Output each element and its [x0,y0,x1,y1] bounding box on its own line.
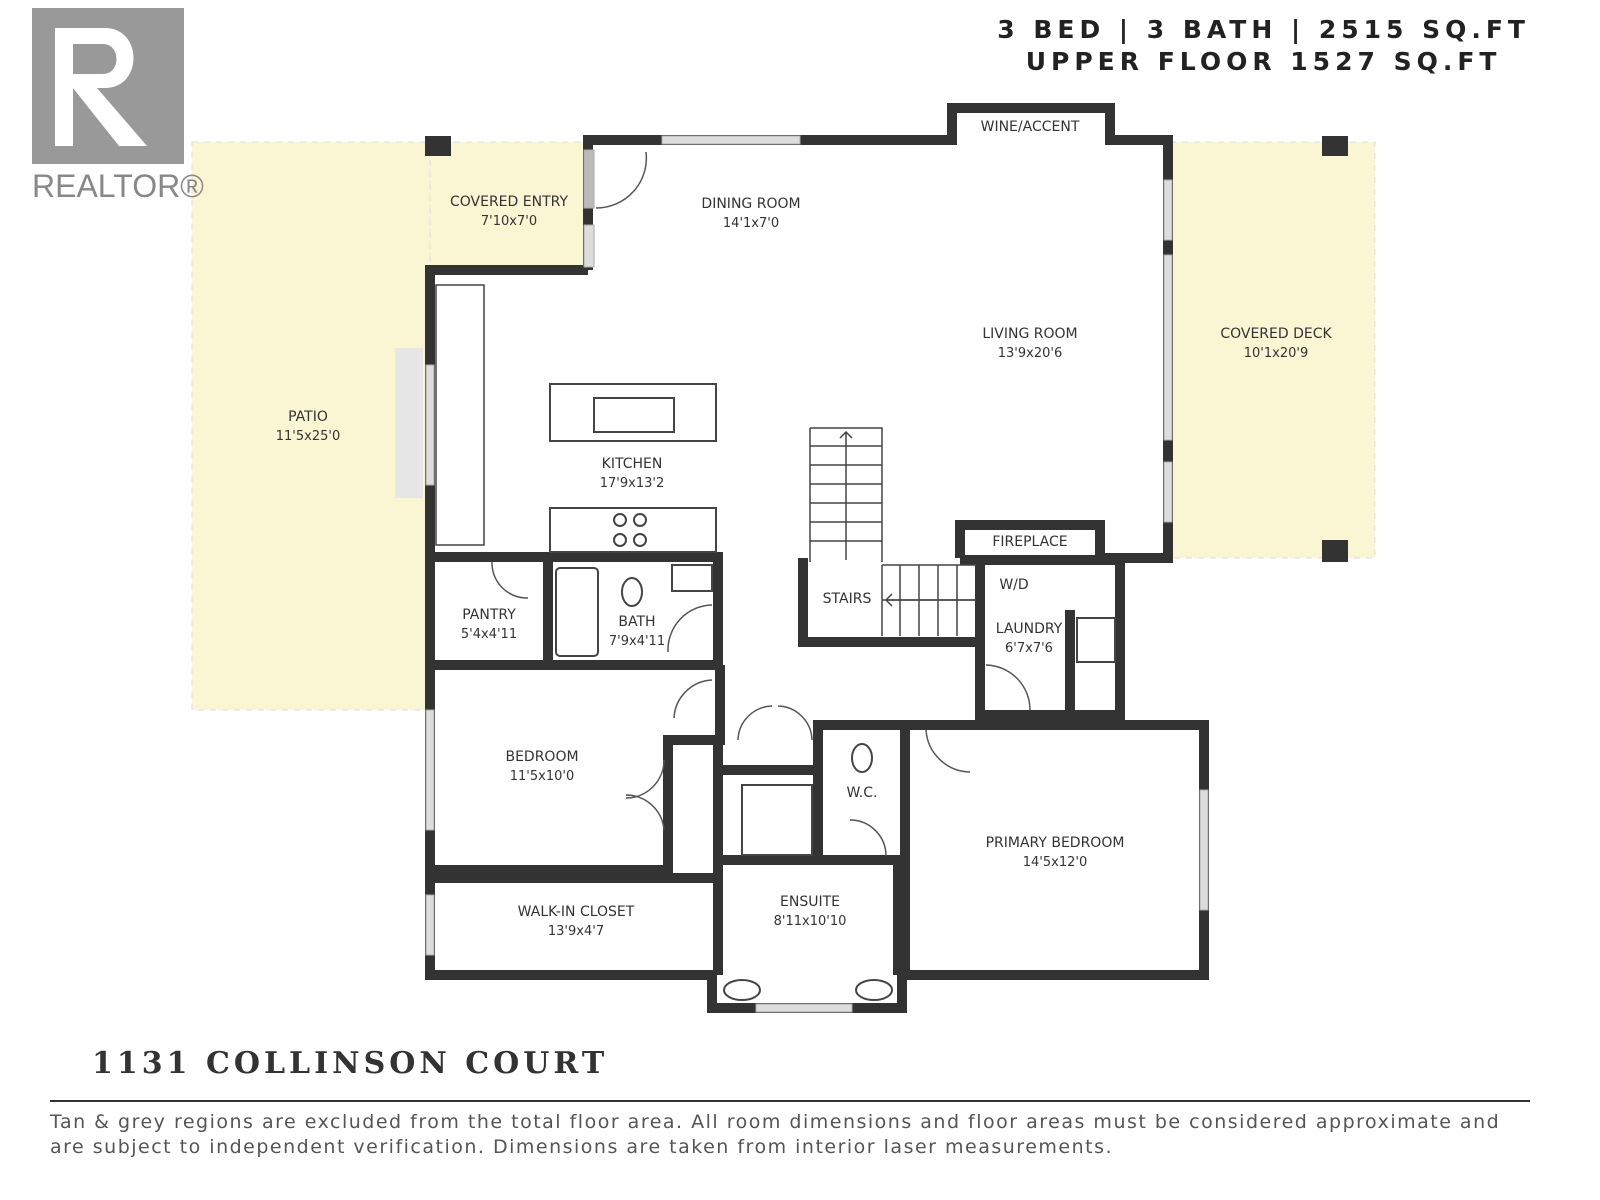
property-address: 1131 COLLINSON COURT [92,1046,609,1081]
windows [395,135,1209,1013]
room-wc: W.C. [846,785,878,801]
room-wine-accent: WINE/ACCENT [980,119,1080,135]
header-summary: 3 BED | 3 BATH | 2515 SQ.FT UPPER FLOOR … [997,14,1530,78]
room-fireplace: FIREPLACE [992,534,1068,550]
realtor-r-logo [32,8,184,164]
stair-treads [809,427,976,636]
walls [425,103,1209,1013]
header-line-1: 3 BED | 3 BATH | 2515 SQ.FT [997,15,1530,44]
posts [425,136,1348,562]
room-stairs: STAIRS [822,591,872,607]
realtor-logo-text: REALTOR® [32,168,204,204]
doors [491,151,1031,857]
divider [50,1100,1530,1102]
disclaimer: Tan & grey regions are excluded from the… [50,1111,1501,1158]
excluded-areas [191,141,1376,711]
room-wd: W/D [999,577,1029,593]
header-line-2: UPPER FLOOR 1527 SQ.FT [1025,47,1502,76]
fixtures [435,284,1116,1001]
